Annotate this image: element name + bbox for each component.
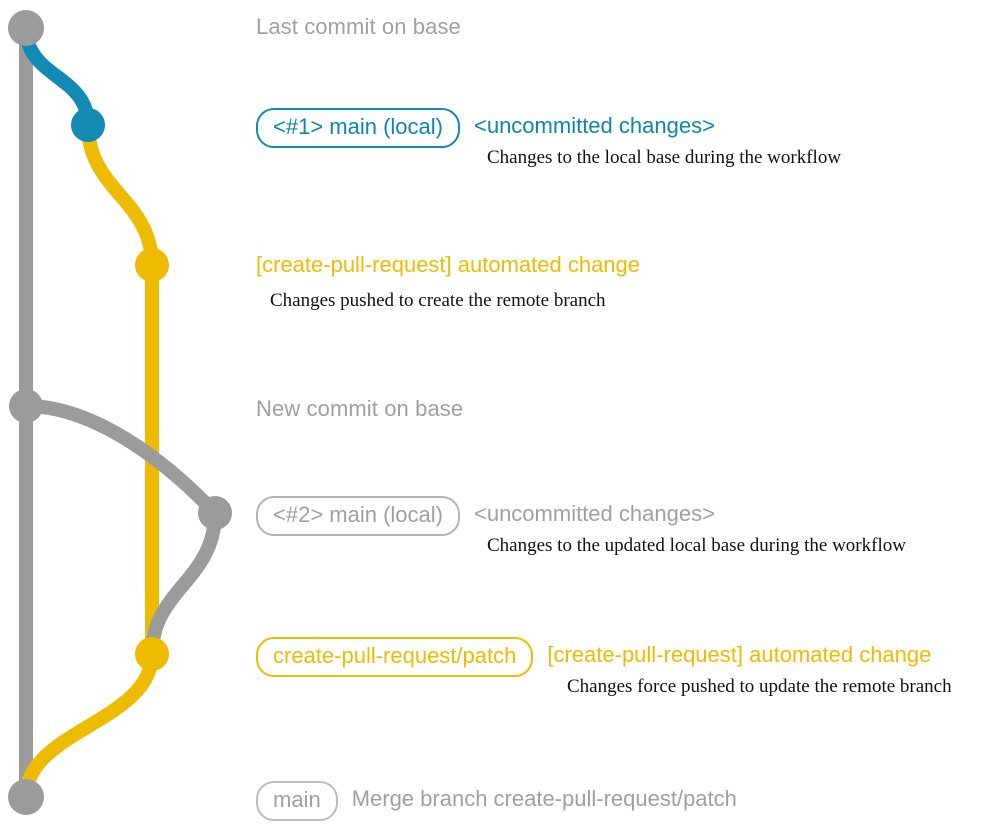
commit-dot-local-2[interactable]: [198, 496, 232, 530]
commit-row-local-2: <#2> main (local) <uncommitted changes>: [256, 496, 715, 536]
commit-subject: [create-pull-request] automated change: [256, 252, 641, 277]
ref-badge-main[interactable]: main: [256, 781, 338, 821]
commit-subject: <uncommitted changes>: [473, 501, 715, 526]
commit-dot-base-merge[interactable]: [8, 779, 44, 815]
commit-row-base-new: New commit on base: [256, 398, 463, 420]
edge-basenew-to-local2: [19, 399, 222, 520]
edge-cpr2-to-merge: [19, 647, 159, 804]
ref-badge-main-local-2[interactable]: <#2> main (local): [256, 496, 460, 536]
ref-badge-create-pull-request-patch[interactable]: create-pull-request/patch: [256, 637, 534, 677]
commit-row-cpr-1: [create-pull-request] automated change: [256, 254, 640, 276]
commit-row-local-1: <#1> main (local) <uncommitted changes>: [256, 108, 715, 148]
edge-local1-to-cpr1: [81, 118, 159, 272]
commit-subject: New commit on base: [256, 396, 464, 421]
commit-subject: Merge branch create-pull-request/patch: [351, 786, 737, 811]
commit-note-local-1: Changes to the local base during the wor…: [487, 147, 842, 168]
commit-note-cpr-1: Changes pushed to create the remote bran…: [270, 290, 606, 311]
commit-dot-base-last[interactable]: [8, 10, 44, 46]
commit-note-cpr-2: Changes force pushed to update the remot…: [567, 676, 952, 697]
commit-subject: Last commit on base: [256, 14, 461, 39]
commit-dot-cpr-1[interactable]: [135, 248, 169, 282]
commit-subject: <uncommitted changes>: [473, 113, 715, 138]
commit-note-local-2: Changes to the updated local base during…: [487, 535, 906, 556]
edge-local2-to-cpr2: [145, 506, 222, 661]
ref-badge-main-local-1[interactable]: <#1> main (local): [256, 108, 460, 148]
commit-dot-base-new[interactable]: [9, 389, 43, 423]
commit-dot-local-1[interactable]: [71, 108, 105, 142]
commit-dot-cpr-2[interactable]: [135, 637, 169, 671]
commit-row-base-last: Last commit on base: [256, 16, 461, 38]
commit-row-cpr-2: create-pull-request/patch [create-pull-r…: [256, 637, 931, 677]
commit-subject: [create-pull-request] automated change: [547, 642, 932, 667]
commit-row-base-merge: main Merge branch create-pull-request/pa…: [256, 781, 737, 821]
